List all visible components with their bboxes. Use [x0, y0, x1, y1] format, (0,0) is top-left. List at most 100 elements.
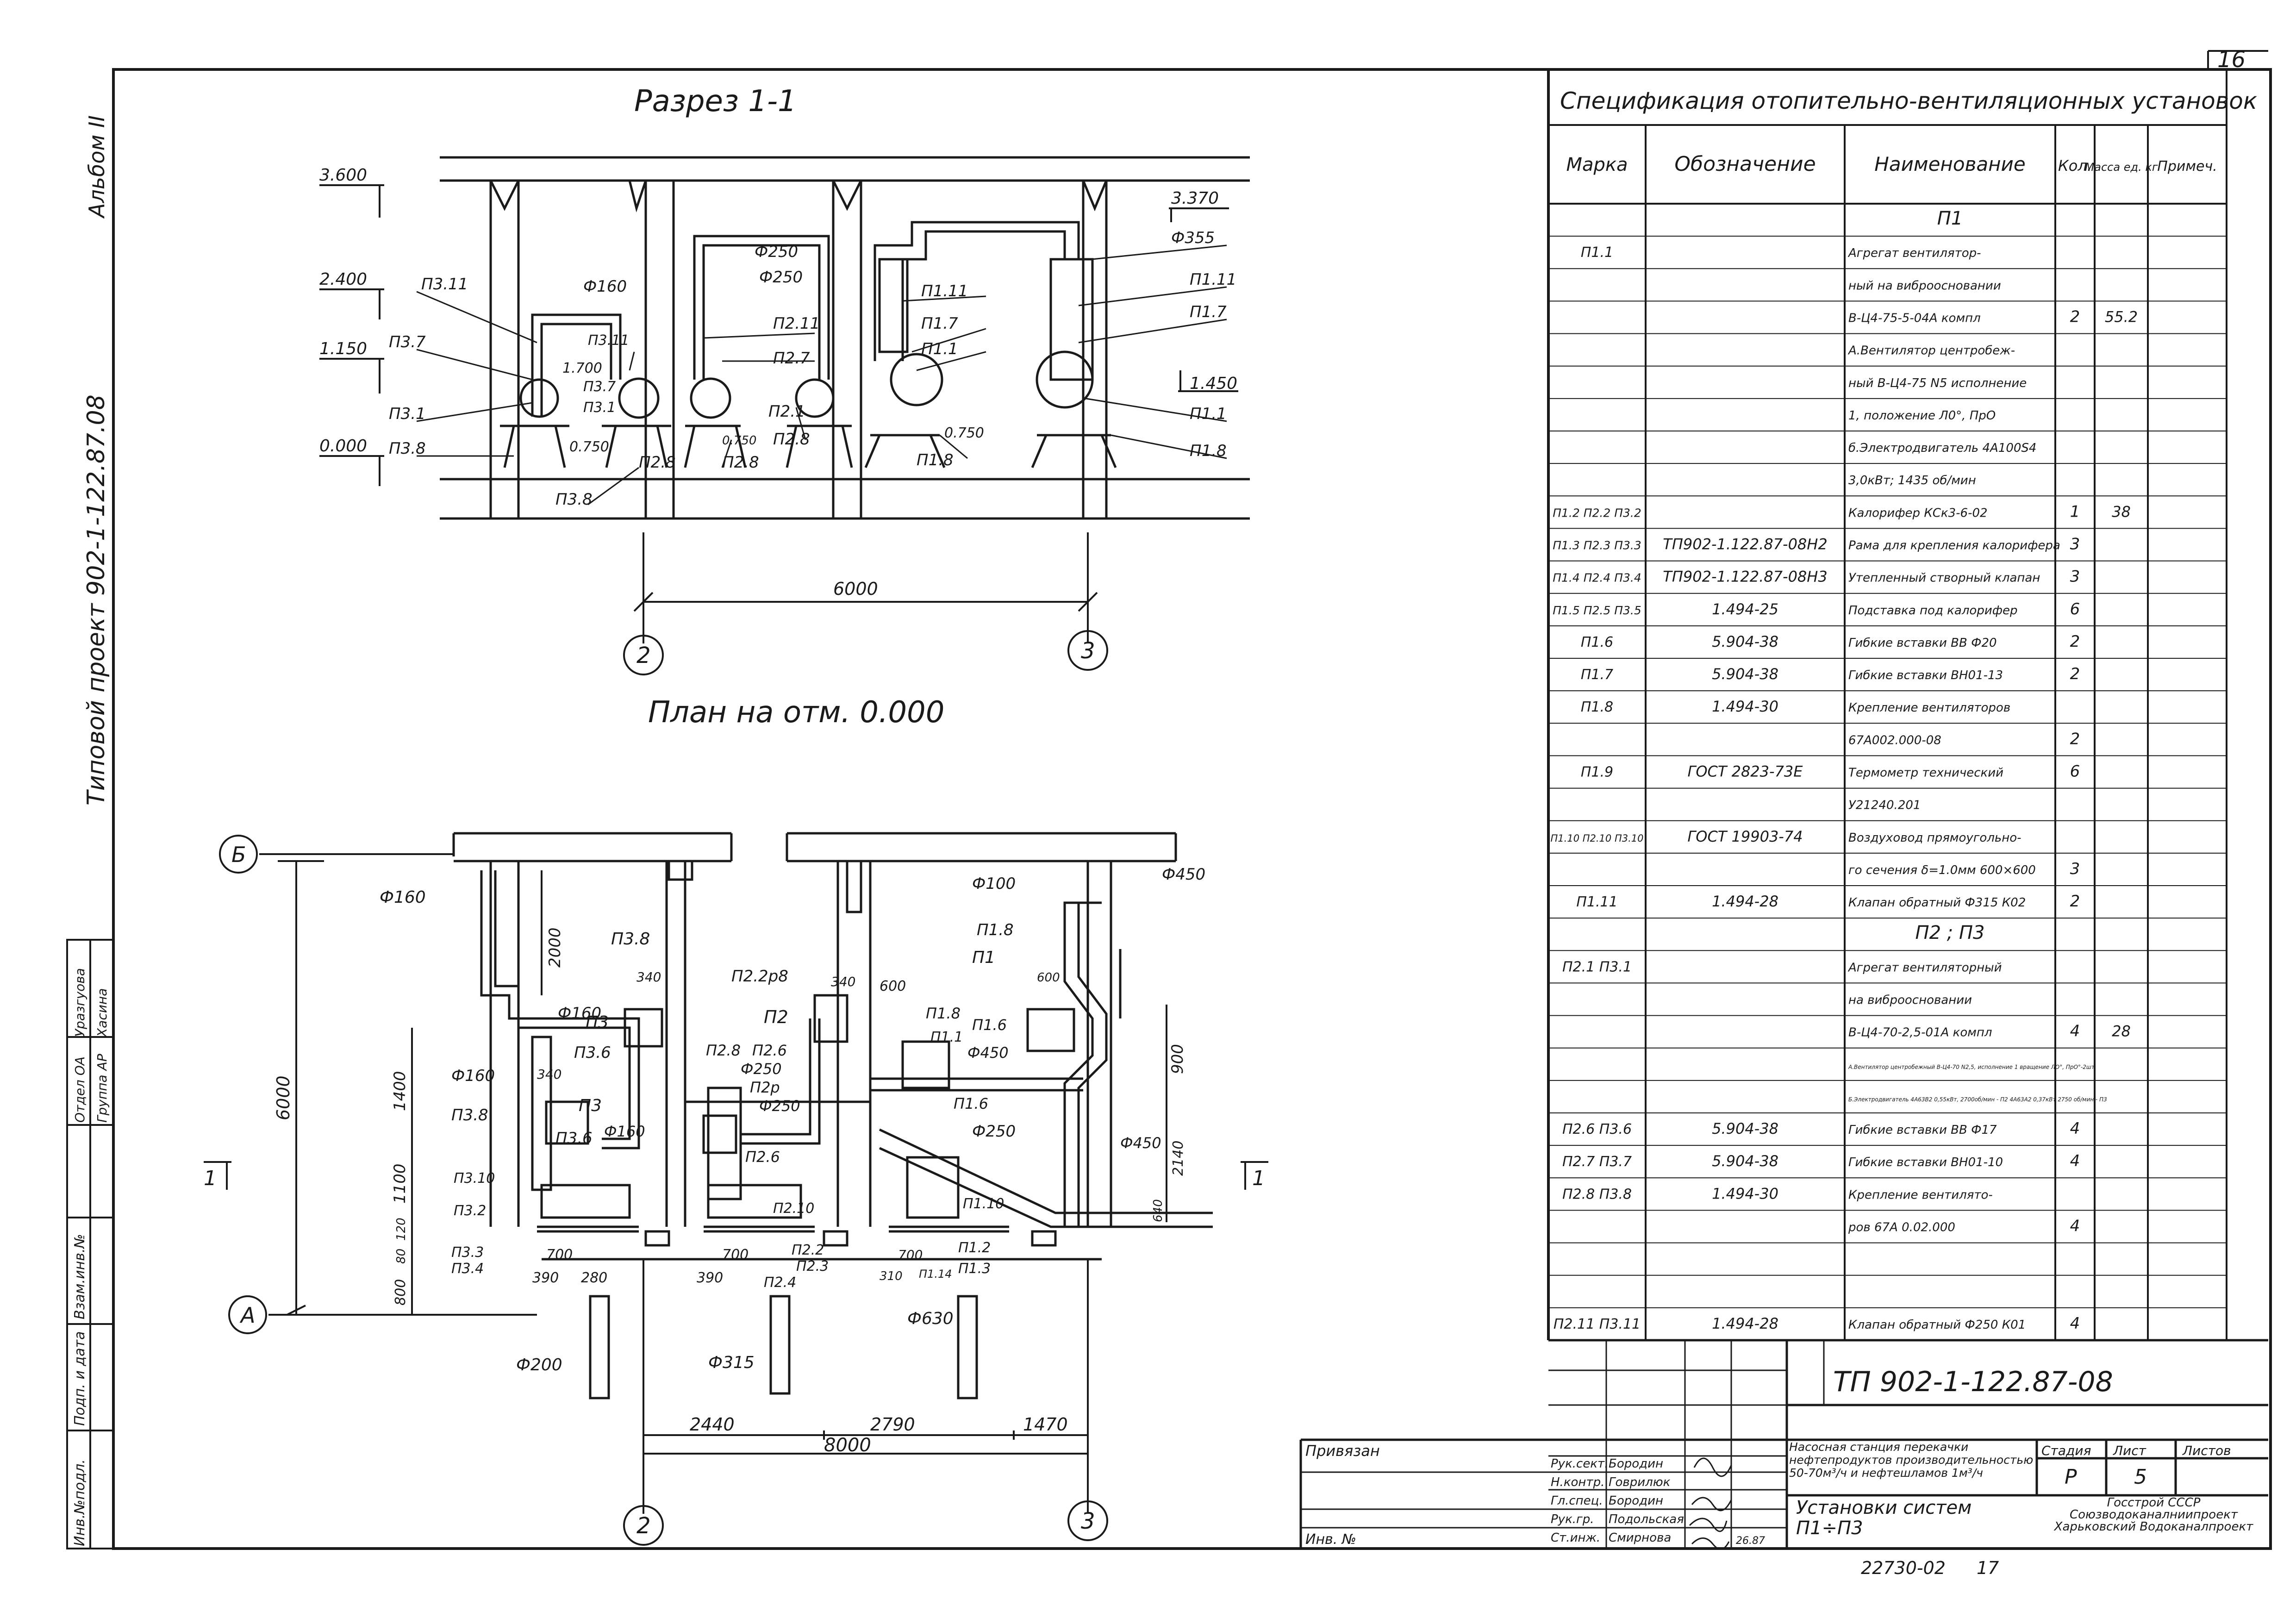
sec-label-p1-1b: П1.1 [1190, 405, 1227, 423]
plan-label-p3-3: П3.3 [451, 1244, 484, 1261]
spec-cell-r29-c3: 4 [2070, 1152, 2080, 1170]
spec-cell-r5-c2: ный В-Ц4-75 N5 исполнение [1848, 376, 2027, 390]
spec-cell-r19-c2: Воздуховод прямоугольно- [1848, 831, 2021, 845]
spec-cell-r14-c1: 5.904-38 [1712, 665, 1778, 683]
spec-cell-r3-c2: В-Ц4-75-5-04А компл [1848, 312, 1981, 325]
stamp-role-5: Ст.инж. [1551, 1531, 1600, 1545]
stamp-sheet-title: Установки систем П1÷П3 [1796, 1498, 1972, 1539]
left-stamp-strip [66, 939, 114, 1549]
sec-label-p1-11b: П1.11 [1190, 270, 1236, 289]
plan-dia-160c: Ф160 [451, 1067, 495, 1085]
section-1-1: Разрез 1-1 [319, 84, 1250, 675]
spec-cell-r4-c2: А.Вентилятор центробеж- [1847, 344, 2015, 358]
plan-vdim-2000: 2000 [546, 927, 564, 968]
spec-cell-r10-c2: Рама для крепления калорифера [1848, 539, 2060, 553]
plan-vdim-800: 800 [393, 1279, 409, 1305]
sec-label-1700: 1.700 [562, 360, 602, 376]
spec-cell-r10-c0: П1.3 П2.3 П3.3 [1553, 539, 1641, 552]
spec-cell-r30-c2: Крепление вентилято- [1848, 1188, 1993, 1202]
signatures [1689, 1457, 1732, 1550]
sec-label-p1-8a: П1.8 [917, 451, 954, 469]
plan-dia-160a: Ф160 [380, 888, 426, 907]
spec-cell-r1-c2: Агрегат вентилятор- [1847, 246, 1981, 260]
spec-cell-r25-c3: 4 [2070, 1022, 2080, 1041]
left-stamp-name-4: Хасина [94, 988, 110, 1038]
level-1450: 1.450 [1190, 374, 1237, 393]
spec-cell-r12-c2: Подставка под калорифер [1848, 604, 2017, 618]
spec-header-2: Наименование [1874, 153, 2025, 175]
sec-label-p2-1: П2.1 [768, 402, 805, 421]
plan-label-p3b: П3 [579, 1096, 602, 1115]
plan-label-p2-2r8: П2.2р8 [731, 967, 788, 986]
plan-axis-b: Б [231, 842, 246, 867]
album-label: Альбом II [84, 115, 109, 219]
plan-label-p3-4: П3.4 [451, 1261, 484, 1277]
spec-cell-r9-c0: П1.2 П2.2 П3.2 [1553, 506, 1641, 519]
sec-label-p3-11: П3.11 [421, 275, 468, 294]
spec-table: Спецификация отопительно-вентиляционных … [1547, 69, 2257, 1340]
spec-cell-r13-c1: 5.904-38 [1712, 633, 1778, 650]
spec-cell-r8-c2: 3,0кВт; 1435 об/мин [1848, 474, 1976, 487]
sheet-frame [112, 68, 2272, 1550]
sec-label-p1-1a: П1.1 [921, 340, 958, 358]
spec-cell-r28-c2: Гибкие вставки ВВ Ф17 [1848, 1123, 1997, 1137]
plan-view: План на отм. 0.000 [204, 695, 1268, 1546]
plan-label-p2-8: П2.8 [706, 1042, 741, 1059]
plan-label-p1-3: П1.3 [958, 1261, 991, 1277]
stamp-sheet-label: Лист [2113, 1443, 2146, 1458]
spec-cell-r14-c3: 2 [2070, 665, 2080, 683]
sec-label-p3-11b: П3.11 [588, 332, 629, 349]
copy-number: 17 [1977, 1558, 1999, 1578]
plan-label-p1-6b: П1.6 [954, 1095, 988, 1112]
plan-vdim-1100: 1100 [391, 1163, 409, 1204]
section-dia-250a: Ф250 [755, 243, 798, 261]
spec-cell-r3-c4: 55.2 [2105, 308, 2138, 326]
spec-cell-r31-c2: ров 67А 0.02.000 [1848, 1221, 1955, 1235]
spec-cell-r3-c3: 2 [2070, 308, 2080, 326]
stamp-date: 26.87 [1736, 1535, 1765, 1547]
plan-vdim-640: 640 [1151, 1199, 1165, 1222]
plan-vdim-120: 120 [394, 1218, 408, 1241]
stamp-name-3: Бородин [1609, 1494, 1663, 1508]
level-2400: 2.400 [319, 270, 367, 289]
plan-dia-450b: Ф450 [967, 1044, 1009, 1062]
sec-label-p3-7: П3.7 [389, 333, 426, 351]
stamp-doc-code: ТП 902-1-122.87-08 [1833, 1366, 2113, 1398]
sec-label-p3-8b: П3.8 [555, 490, 593, 509]
spec-cell-r17-c2: Термометр технический [1848, 766, 2003, 780]
plan-dim-2790: 2790 [870, 1414, 915, 1435]
spec-cell-r29-c1: 5.904-38 [1712, 1152, 1778, 1170]
plan-title: План на отм. 0.000 [648, 695, 944, 730]
spec-cell-r29-c2: Гибкие вставки ВН01-10 [1848, 1156, 2003, 1169]
stamp-role-4: Рук.гр. [1551, 1512, 1594, 1526]
plan-label-p2-6a: П2.6 [752, 1042, 787, 1059]
sec-label-p1-8b: П1.8 [1190, 442, 1227, 460]
plan-label-p1-6a: П1.6 [972, 1016, 1007, 1034]
plan-label-p1-14: П1.14 [919, 1268, 952, 1280]
plan-label-p2-10: П2.10 [773, 1200, 814, 1217]
section-dim-6000: 6000 [833, 579, 878, 599]
spec-cell-r21-c0: П1.11 [1576, 894, 1617, 910]
spec-cell-r15-c2: Крепление вентиляторов [1848, 701, 2010, 715]
section-title: Разрез 1-1 [634, 84, 797, 119]
plan-hdim-280: 280 [581, 1270, 607, 1286]
plan-section-mark-left: 1 [204, 1167, 217, 1190]
plan-dia-200: Ф200 [516, 1355, 562, 1374]
level-1150: 1.150 [319, 339, 367, 358]
spec-cell-r14-c0: П1.7 [1581, 667, 1613, 683]
spec-cell-r25-c4: 28 [2112, 1023, 2131, 1040]
spec-cell-r17-c3: 6 [2070, 762, 2080, 781]
spec-cell-r13-c0: П1.6 [1581, 634, 1613, 650]
spec-cell-r19-c1: ГОСТ 19903-74 [1687, 828, 1803, 845]
spec-cell-r13-c2: Гибкие вставки ВВ Ф20 [1848, 636, 1997, 650]
plan-label-p1-8a: П1.8 [977, 921, 1014, 939]
spec-cell-r2-c2: ный на виброосновании [1848, 279, 2001, 293]
stamp-org: Госстрой СССР Союзводоканалниипроект Хар… [2054, 1497, 2253, 1534]
plan-label-p3-2: П3.2 [454, 1203, 486, 1219]
plan-label-p1-2: П1.2 [958, 1240, 991, 1256]
spec-cell-r13-c3: 2 [2070, 632, 2080, 651]
stamp-name-4: Подольская [1609, 1512, 1684, 1526]
plan-hdim-340c: 340 [537, 1067, 562, 1082]
stamp-stage-label: Стадия [2041, 1443, 2091, 1458]
sec-label-p2-8b: П2.8 [722, 453, 759, 472]
